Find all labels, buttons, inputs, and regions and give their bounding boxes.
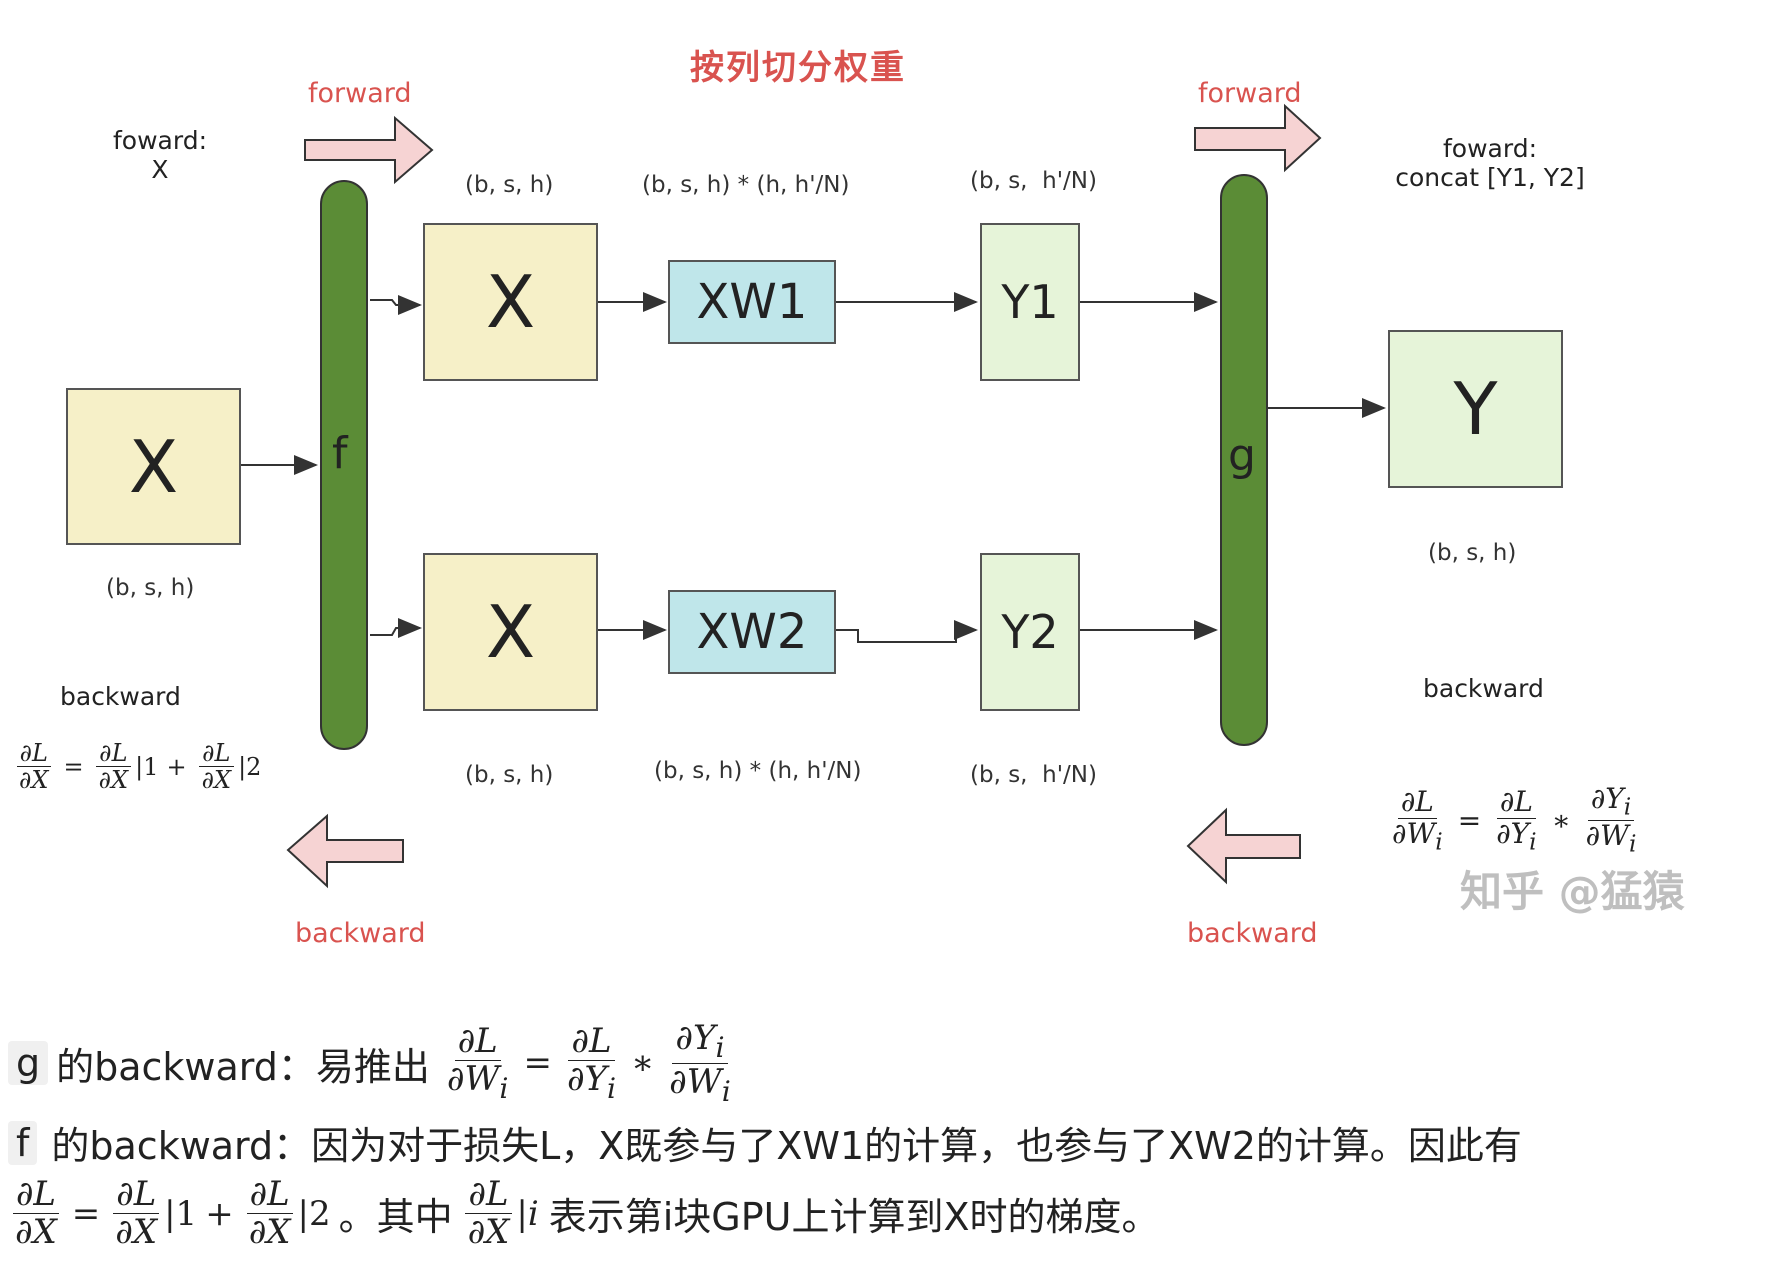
f-formula: ∂L∂X = ∂L∂X|1 + ∂L∂X|2 [8, 1175, 331, 1252]
right-backward-heading: backward [1423, 674, 1544, 703]
output-forward-label: foward: [1443, 134, 1537, 163]
partial-i-formula: ∂L∂X|i [461, 1175, 539, 1252]
forward-label-right: forward [1198, 78, 1302, 109]
forward-label-left: forward [308, 78, 412, 109]
output-forward-value: concat [Y1, Y2] [1395, 163, 1585, 192]
y2-box: Y2 [980, 553, 1080, 711]
bottom-x-shape: (b, s, h) [465, 762, 554, 788]
f-tag: f [8, 1120, 38, 1165]
backward-label-left: backward [295, 918, 426, 949]
f-line-text: 的backward：因为对于损失L，X既参与了XW1的计算，也参与了XW2的计算… [51, 1124, 1522, 1168]
line3-mid: 。其中 [338, 1195, 453, 1240]
backward-label-right: backward [1187, 918, 1318, 949]
g-label: g [1228, 430, 1256, 481]
watermark: 知乎 @猛猿 [1460, 867, 1685, 916]
forward-arrow-right [1194, 103, 1322, 173]
bottom-mul-shape: (b, s, h) * (h, h'/N) [654, 758, 862, 784]
top-mul-shape: (b, s, h) * (h, h'/N) [642, 172, 850, 198]
g-backward-line: g 的backward：易推出 ∂L∂Wi = ∂L∂Yi ∗ ∂Yi∂Wi [8, 1018, 738, 1108]
arrow-xw2-to-y2 [834, 620, 978, 643]
f-bar [320, 180, 368, 750]
right-grad-formula: ∂L∂Wi = ∂L∂Yi ∗ ∂Yi∂Wi [1392, 782, 1637, 858]
left-backward-heading: backward [60, 682, 181, 711]
top-x-box: X [423, 223, 598, 381]
top-x-shape: (b, s, h) [465, 172, 554, 198]
diagram-title: 按列切分权重 [690, 48, 906, 88]
forward-arrow-left [304, 115, 434, 185]
input-x-box: X [66, 388, 241, 545]
top-y-shape: (b, s, h'/N) [970, 168, 1097, 194]
input-shape: (b, s, h) [106, 575, 195, 601]
diagram-connectors [240, 103, 1386, 889]
bottom-y-shape: (b, s, h'/N) [970, 762, 1097, 788]
bottom-x-box: X [423, 553, 598, 711]
line3-end: 表示第i块GPU上计算到X时的梯度。 [548, 1195, 1160, 1240]
input-forward-value: X [151, 155, 169, 184]
output-y-box: Y [1388, 330, 1563, 488]
f-label: f [332, 428, 348, 479]
left-grad-formula: ∂L∂X = ∂L∂X|1 + ∂L∂X|2 [12, 740, 261, 794]
backward-arrow-left [286, 813, 404, 889]
backward-arrow-right [1186, 807, 1301, 885]
g-formula: ∂L∂Wi = ∂L∂Yi ∗ ∂Yi∂Wi [446, 1018, 731, 1108]
f-formula-line: ∂L∂X = ∂L∂X|1 + ∂L∂X|2 。其中 ∂L∂X|i 表示第i块G… [8, 1175, 1160, 1252]
arrow-f-to-top-x [370, 295, 422, 315]
input-forward-label: foward: [113, 126, 207, 155]
g-tag: g [8, 1041, 49, 1086]
output-shape: (b, s, h) [1428, 540, 1517, 566]
input-forward-note: foward: X [100, 126, 220, 184]
xw1-box: XW1 [668, 260, 836, 344]
f-backward-line: f 的backward：因为对于损失L，X既参与了XW1的计算，也参与了XW2的… [8, 1115, 1522, 1170]
xw2-box: XW2 [668, 590, 836, 674]
g-bar [1220, 174, 1268, 746]
y1-box: Y1 [980, 223, 1080, 381]
arrow-f-to-bottom-x [370, 618, 422, 638]
output-forward-note: foward: concat [Y1, Y2] [1370, 134, 1610, 192]
g-line-prefix: 的backward：易推出 [56, 1044, 430, 1089]
